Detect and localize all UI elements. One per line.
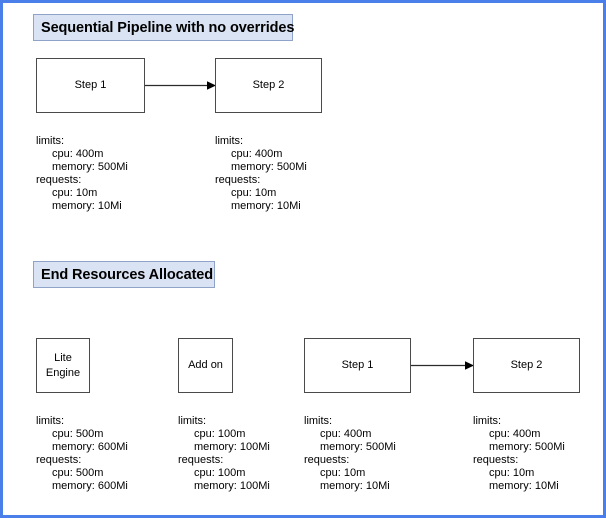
spec-limits-label: limits: [215, 135, 244, 147]
spec-requests-memory: memory: 10Mi [320, 480, 390, 492]
spec-lite-engine-resources: limits: cpu: 500m memory: 600Mi requests… [36, 415, 128, 493]
spec-requests-memory: memory: 600Mi [52, 480, 128, 492]
spec-limits-label: limits: [304, 415, 333, 427]
spec-add-on-resources: limits: cpu: 100m memory: 100Mi requests… [178, 415, 270, 493]
spec-bottom-step-2-resources: limits: cpu: 400m memory: 500Mi requests… [473, 415, 565, 493]
node-top-step-1-label: Step 1 [74, 79, 107, 92]
spec-requests-label: requests: [36, 454, 82, 466]
spec-requests-label: requests: [215, 174, 261, 186]
spec-top-step-2-resources: limits: cpu: 400m memory: 500Mi requests… [215, 135, 307, 213]
spec-limits-cpu: cpu: 400m [489, 428, 541, 440]
section-header-end-resources-allocated: End Resources Allocated [33, 261, 215, 288]
connector-top-step1-to-step2 [145, 81, 216, 90]
node-top-step-1[interactable]: Step 1 [36, 58, 145, 113]
spec-requests-memory: memory: 10Mi [231, 200, 301, 212]
spec-top-step-1-resources: limits: cpu: 400m memory: 500Mi requests… [36, 135, 128, 213]
spec-limits-cpu: cpu: 500m [52, 428, 104, 440]
spec-limits-cpu: cpu: 400m [231, 148, 283, 160]
node-lite-engine-label-line-1: Lite [54, 351, 72, 364]
spec-requests-cpu: cpu: 10m [231, 187, 277, 199]
spec-requests-cpu: cpu: 10m [320, 467, 366, 479]
node-top-step-2-label: Step 2 [252, 79, 285, 92]
spec-requests-label: requests: [473, 454, 519, 466]
spec-limits-cpu: cpu: 100m [194, 428, 246, 440]
spec-bottom-step-1-resources: limits: cpu: 400m memory: 500Mi requests… [304, 415, 396, 493]
node-top-step-2[interactable]: Step 2 [215, 58, 322, 113]
spec-requests-cpu: cpu: 500m [52, 467, 104, 479]
connector-bottom-step1-to-step2 [411, 361, 474, 370]
node-bottom-step-2-label: Step 2 [510, 359, 543, 372]
spec-limits-memory: memory: 500Mi [231, 161, 307, 173]
diagram-stage: Sequential Pipeline with no overrides St… [3, 3, 603, 515]
node-lite-engine-label-line-2: Engine [45, 366, 81, 379]
spec-requests-memory: memory: 10Mi [489, 480, 559, 492]
spec-requests-memory: memory: 100Mi [194, 480, 270, 492]
node-bottom-step-2[interactable]: Step 2 [473, 338, 580, 393]
spec-limits-label: limits: [178, 415, 207, 427]
spec-limits-memory: memory: 500Mi [489, 441, 565, 453]
spec-limits-memory: memory: 100Mi [194, 441, 270, 453]
node-lite-engine[interactable]: Lite Engine [36, 338, 90, 393]
node-add-on[interactable]: Add on [178, 338, 233, 393]
section-header-sequential-pipeline: Sequential Pipeline with no overrides [33, 14, 294, 41]
node-bottom-step-1-label: Step 1 [341, 359, 374, 372]
spec-requests-cpu: cpu: 10m [489, 467, 535, 479]
spec-requests-cpu: cpu: 10m [52, 187, 98, 199]
spec-limits-cpu: cpu: 400m [52, 148, 104, 160]
spec-limits-memory: memory: 500Mi [320, 441, 396, 453]
spec-limits-memory: memory: 500Mi [52, 161, 128, 173]
spec-limits-memory: memory: 600Mi [52, 441, 128, 453]
spec-limits-label: limits: [36, 135, 65, 147]
node-bottom-step-1[interactable]: Step 1 [304, 338, 411, 393]
spec-requests-label: requests: [36, 174, 82, 186]
spec-requests-memory: memory: 10Mi [52, 200, 122, 212]
node-add-on-label: Add on [188, 359, 223, 372]
spec-requests-label: requests: [304, 454, 350, 466]
spec-limits-label: limits: [36, 415, 65, 427]
spec-limits-label: limits: [473, 415, 502, 427]
spec-requests-cpu: cpu: 100m [194, 467, 246, 479]
spec-requests-label: requests: [178, 454, 224, 466]
spec-limits-cpu: cpu: 400m [320, 428, 372, 440]
